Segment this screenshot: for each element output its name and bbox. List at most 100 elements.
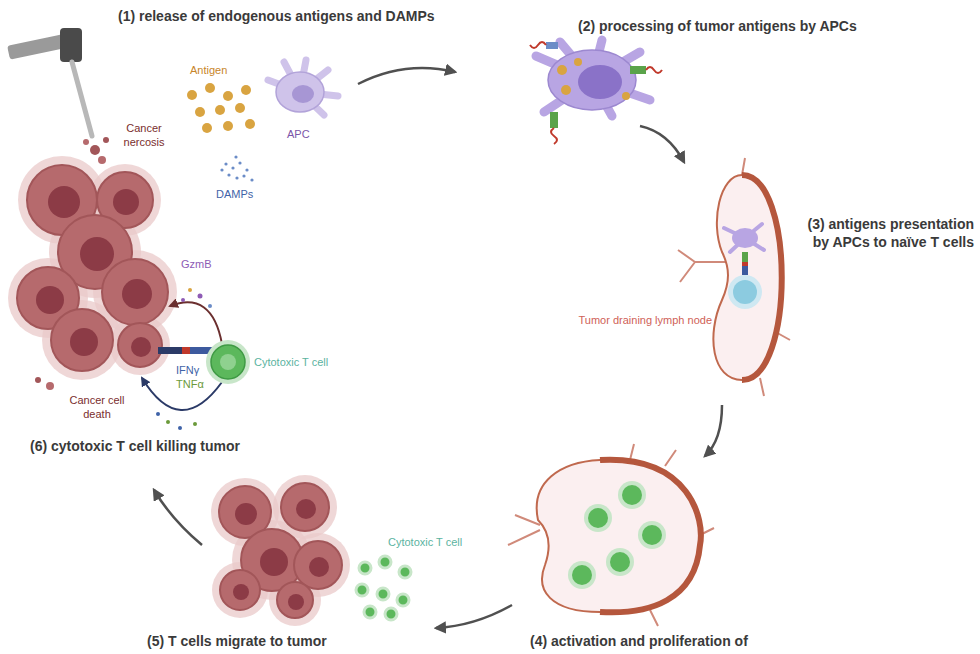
damp-dot xyxy=(220,168,223,171)
damp-dot xyxy=(231,166,234,169)
mhc-molecule xyxy=(630,66,646,74)
probe-head xyxy=(60,28,82,62)
cell-nucleus xyxy=(288,594,304,610)
damp-dot xyxy=(227,173,230,176)
antigen-dot xyxy=(205,83,215,93)
molecule-label: GzmB xyxy=(181,258,212,272)
lymph-node-capsule xyxy=(600,460,701,613)
apc-body xyxy=(548,50,636,110)
damp-label: DAMPs xyxy=(216,188,253,202)
cell-label: Cytotoxic T cell xyxy=(254,356,328,370)
cytotoxic-t-cell xyxy=(211,345,245,379)
antigen-dot xyxy=(223,121,233,131)
necrotic-debris xyxy=(98,156,106,164)
cytotoxic-t-cell xyxy=(397,594,409,606)
cytotoxic-t-cell xyxy=(359,562,371,574)
cytotoxic-t-cell xyxy=(399,566,411,578)
t-cell-halo xyxy=(606,548,634,576)
cell-nucleus xyxy=(70,328,98,356)
cytokine-dot xyxy=(156,412,160,416)
damp-dot xyxy=(224,162,227,165)
cell-death-label: Cancer cell death xyxy=(66,394,128,422)
antigen-dot xyxy=(622,92,630,100)
naive-t-cell xyxy=(733,280,757,304)
antigen-dot xyxy=(245,119,255,129)
antigen-peptide xyxy=(182,347,190,354)
cytotoxic-t-cell xyxy=(588,508,608,528)
damp-dot xyxy=(235,176,238,179)
necrotic-debris xyxy=(83,139,89,145)
granule-dot xyxy=(198,294,203,299)
antigen-dot xyxy=(235,103,245,113)
apc-nucleus xyxy=(292,85,314,103)
cell-nucleus xyxy=(296,499,316,519)
mhc-molecule xyxy=(546,42,558,49)
cytotoxic-t-cell xyxy=(385,608,397,620)
step-caption: (3) antigens presentation by APCs to naï… xyxy=(796,216,974,251)
cycle-arrows xyxy=(154,68,722,628)
mhc-molecule xyxy=(550,112,558,128)
cell-nucleus xyxy=(233,584,249,600)
antigen-dot xyxy=(202,123,212,133)
cell-nucleus xyxy=(80,237,114,271)
dendrite xyxy=(536,40,650,116)
molecule-label: TNFα xyxy=(176,378,204,392)
lymph-node-label: Tumor draining lymph node xyxy=(579,314,713,328)
tumor-cell xyxy=(102,259,168,325)
dendrite xyxy=(724,224,764,252)
peptide xyxy=(551,128,557,144)
cell-nucleus xyxy=(48,186,80,218)
cell-debris xyxy=(46,382,54,390)
mhc-receptor xyxy=(158,347,182,354)
tumor-cell xyxy=(281,483,329,531)
cell-label: Cytotoxic T cell xyxy=(388,536,462,550)
step-caption: (1) release of endogenous antigens and D… xyxy=(118,8,435,26)
apc-cell xyxy=(268,60,338,115)
cytokine-dot xyxy=(178,426,182,430)
granule-dot xyxy=(188,288,192,292)
cycle-arrow xyxy=(154,490,202,545)
t-cell-halo xyxy=(584,504,612,532)
probe-handle xyxy=(7,34,65,59)
tumor-cell xyxy=(294,541,342,589)
activated-lymph-node xyxy=(508,444,714,626)
cycle-arrow xyxy=(705,405,722,456)
antigen-dots xyxy=(187,83,255,133)
damp-dots xyxy=(220,155,253,181)
cell-nucleus xyxy=(260,548,288,576)
damp-dot xyxy=(242,174,245,177)
step-caption: (2) processing of tumor antigens by APCs xyxy=(578,18,857,36)
cytotoxic-t-cell xyxy=(364,606,376,618)
antigen-dot xyxy=(223,91,233,101)
tumor-cell xyxy=(277,582,313,618)
apc-body xyxy=(276,72,324,112)
step-caption: (4) activation and proliferation of xyxy=(530,633,748,651)
damp-dot xyxy=(250,178,253,181)
cell-nucleus xyxy=(36,286,64,314)
necrosis-label: Cancer nercosis xyxy=(116,122,172,150)
ablation-probe xyxy=(7,28,92,136)
necrotic-debris xyxy=(90,145,100,155)
lymph-vessel xyxy=(678,158,790,396)
cytokine-arrow xyxy=(142,378,222,410)
mhc-molecule xyxy=(742,252,748,262)
apc-nucleus xyxy=(578,65,622,99)
damp-dot xyxy=(245,168,248,171)
tumor xyxy=(8,137,177,390)
t-cell-halo xyxy=(206,340,250,384)
t-cell-halo xyxy=(638,521,666,549)
cycle-arrow xyxy=(436,605,512,628)
cell-nucleus xyxy=(122,279,152,309)
t-cell-halo xyxy=(568,561,596,589)
cytotoxic-t-cell xyxy=(379,556,391,568)
cycle-arrow xyxy=(358,68,455,84)
t-cell-receptor xyxy=(742,266,748,275)
granzyme-arrow xyxy=(170,302,222,344)
antigen-dot xyxy=(195,107,205,117)
step-caption: (6) cytotoxic T cell killing tumor xyxy=(30,438,240,456)
granule-dot xyxy=(181,298,185,302)
probe-needle xyxy=(72,62,92,136)
cytotoxic-t-cell xyxy=(377,588,389,600)
cytotoxic-t-cell xyxy=(622,485,642,505)
tumor-cell xyxy=(51,309,113,371)
